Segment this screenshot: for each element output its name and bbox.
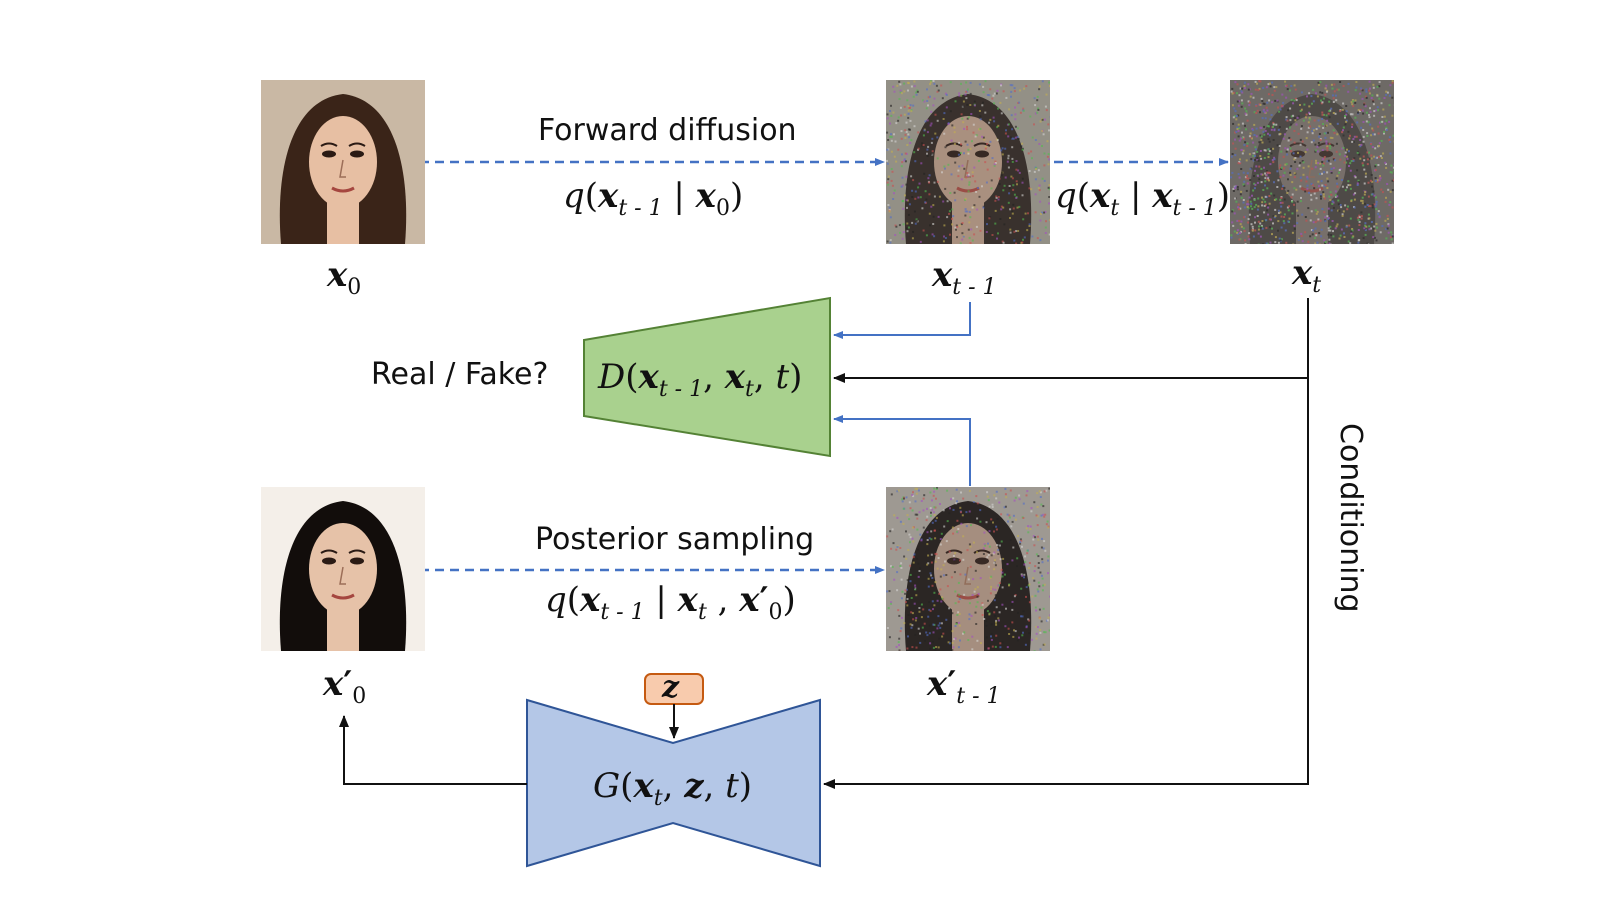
q-symbol: q	[545, 580, 567, 620]
g-symbol: G	[593, 766, 621, 806]
caption-x0-prime: x′0	[323, 664, 366, 708]
face-image	[886, 80, 1050, 244]
caption-x-t: xt	[1292, 253, 1321, 297]
caption-x-t-minus-1: xt - 1	[932, 255, 997, 299]
image-x0	[261, 80, 425, 244]
generator-to-x0-prime	[339, 715, 527, 785]
conditioning-label: Conditioning	[1333, 423, 1368, 613]
x-symbol: x	[638, 357, 659, 397]
generator-block	[526, 698, 821, 868]
x-tm1-to-discriminator	[833, 302, 971, 339]
x-symbol: x	[633, 766, 654, 806]
x-symbol: x	[580, 580, 601, 620]
conditioning-to-generator	[823, 378, 1309, 789]
subscript: 0	[347, 275, 362, 300]
caption-x-t-minus-1-prime: x′t - 1	[927, 664, 1001, 708]
prime-symbol: ′	[343, 664, 353, 704]
face-image	[261, 80, 425, 244]
forward-diffusion-label: Forward diffusion	[538, 113, 797, 148]
conditioning-to-discriminator	[833, 298, 1309, 383]
subscript: t	[697, 600, 707, 625]
discriminator-formula: D(xt - 1, xt, t)	[598, 357, 803, 402]
x-symbol: x	[323, 664, 344, 704]
subscript: t - 1	[956, 684, 1001, 709]
x-symbol: x	[1152, 176, 1173, 216]
face-image	[1230, 80, 1394, 244]
prime-symbol: ′	[947, 664, 957, 704]
face-image	[886, 487, 1050, 651]
subscript: t - 1	[658, 377, 704, 402]
x-symbol: x	[932, 255, 953, 295]
x-prime-tm1-to-discriminator	[833, 415, 971, 486]
t-symbol: t	[725, 766, 739, 806]
subscript: t	[653, 786, 663, 811]
subscript: t	[1110, 196, 1120, 221]
image-x-t	[1230, 80, 1394, 244]
subscript: t	[1312, 273, 1322, 298]
image-x0-prime	[261, 487, 425, 651]
subscript: t	[744, 377, 754, 402]
x-symbol: x	[695, 176, 716, 216]
x-symbol: x	[598, 176, 619, 216]
x-symbol: x	[1090, 176, 1111, 216]
subscript: t - 1	[618, 196, 663, 221]
real-fake-label: Real / Fake?	[371, 357, 549, 392]
image-x-t-minus-1	[886, 80, 1050, 244]
generator-formula: G(xt, z, t)	[593, 766, 753, 811]
subscript: 0	[715, 196, 730, 221]
caption-x0: x0	[327, 255, 361, 299]
t-symbol: t	[775, 357, 790, 397]
subscript: t - 1	[952, 275, 997, 300]
forward-formula-1: q(xt - 1 | x0)	[563, 176, 744, 221]
prime-symbol: ′	[759, 580, 769, 620]
q-symbol: q	[563, 176, 585, 216]
posterior-formula: q(xt - 1 | xt , x′0)	[545, 580, 796, 625]
x-symbol: x	[677, 580, 698, 620]
forward-formula-2: q(xt | xt - 1)	[1055, 176, 1231, 221]
image-x-t-minus-1-prime	[886, 487, 1050, 651]
subscript: t - 1	[1172, 196, 1217, 221]
z-symbol: z	[684, 766, 704, 806]
d-symbol: D	[598, 357, 626, 397]
subscript: t - 1	[600, 600, 645, 625]
subscript: 0	[352, 684, 367, 709]
posterior-sampling-label: Posterior sampling	[535, 522, 815, 557]
z-symbol: z	[662, 670, 680, 705]
x-symbol: x	[927, 664, 948, 704]
q-symbol: q	[1055, 176, 1077, 216]
discriminator-block	[583, 296, 831, 458]
x-symbol: x	[724, 357, 745, 397]
x-symbol: x	[1292, 253, 1313, 293]
subscript: 0	[768, 600, 783, 625]
x-symbol: x	[327, 255, 348, 295]
x-symbol: x	[739, 580, 760, 620]
face-image	[261, 487, 425, 651]
z-label: z	[662, 670, 679, 705]
